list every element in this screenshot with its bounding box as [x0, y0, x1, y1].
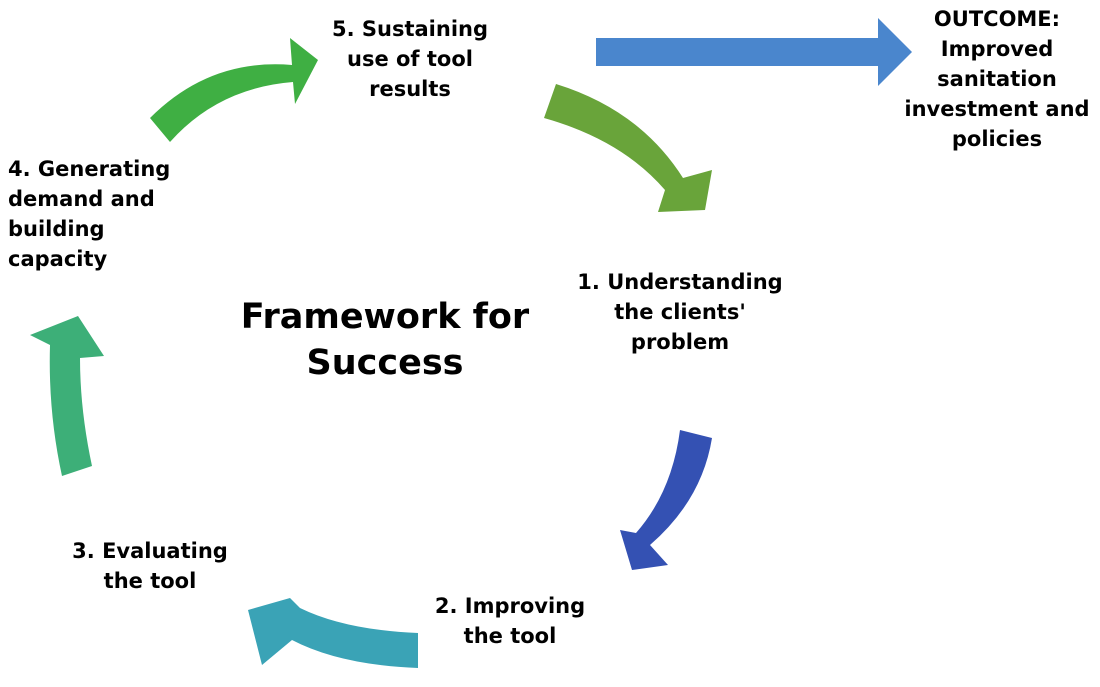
step-2-label: 2. Improving the tool [434, 594, 586, 648]
arrow-step3-to-step4 [30, 316, 104, 476]
arrow-step5-to-step1 [544, 84, 712, 212]
step-4-label: 4. Generating demand and building capaci… [8, 157, 171, 271]
diagram-title: Framework for Success [240, 297, 530, 383]
arrow-step4-to-step5 [150, 38, 318, 142]
arrow-step2-to-step3 [248, 598, 418, 668]
arrow-to-outcome [596, 18, 912, 86]
step-3-label: 3. Evaluating the tool [72, 539, 228, 593]
outcome-label: OUTCOME: Improved sanitation investment … [904, 7, 1090, 151]
arrow-step1-to-step2 [620, 430, 712, 570]
step-1-label: 1. Understanding the clients' problem [577, 270, 783, 354]
step-5-label: 5. Sustaining use of tool results [331, 17, 488, 101]
